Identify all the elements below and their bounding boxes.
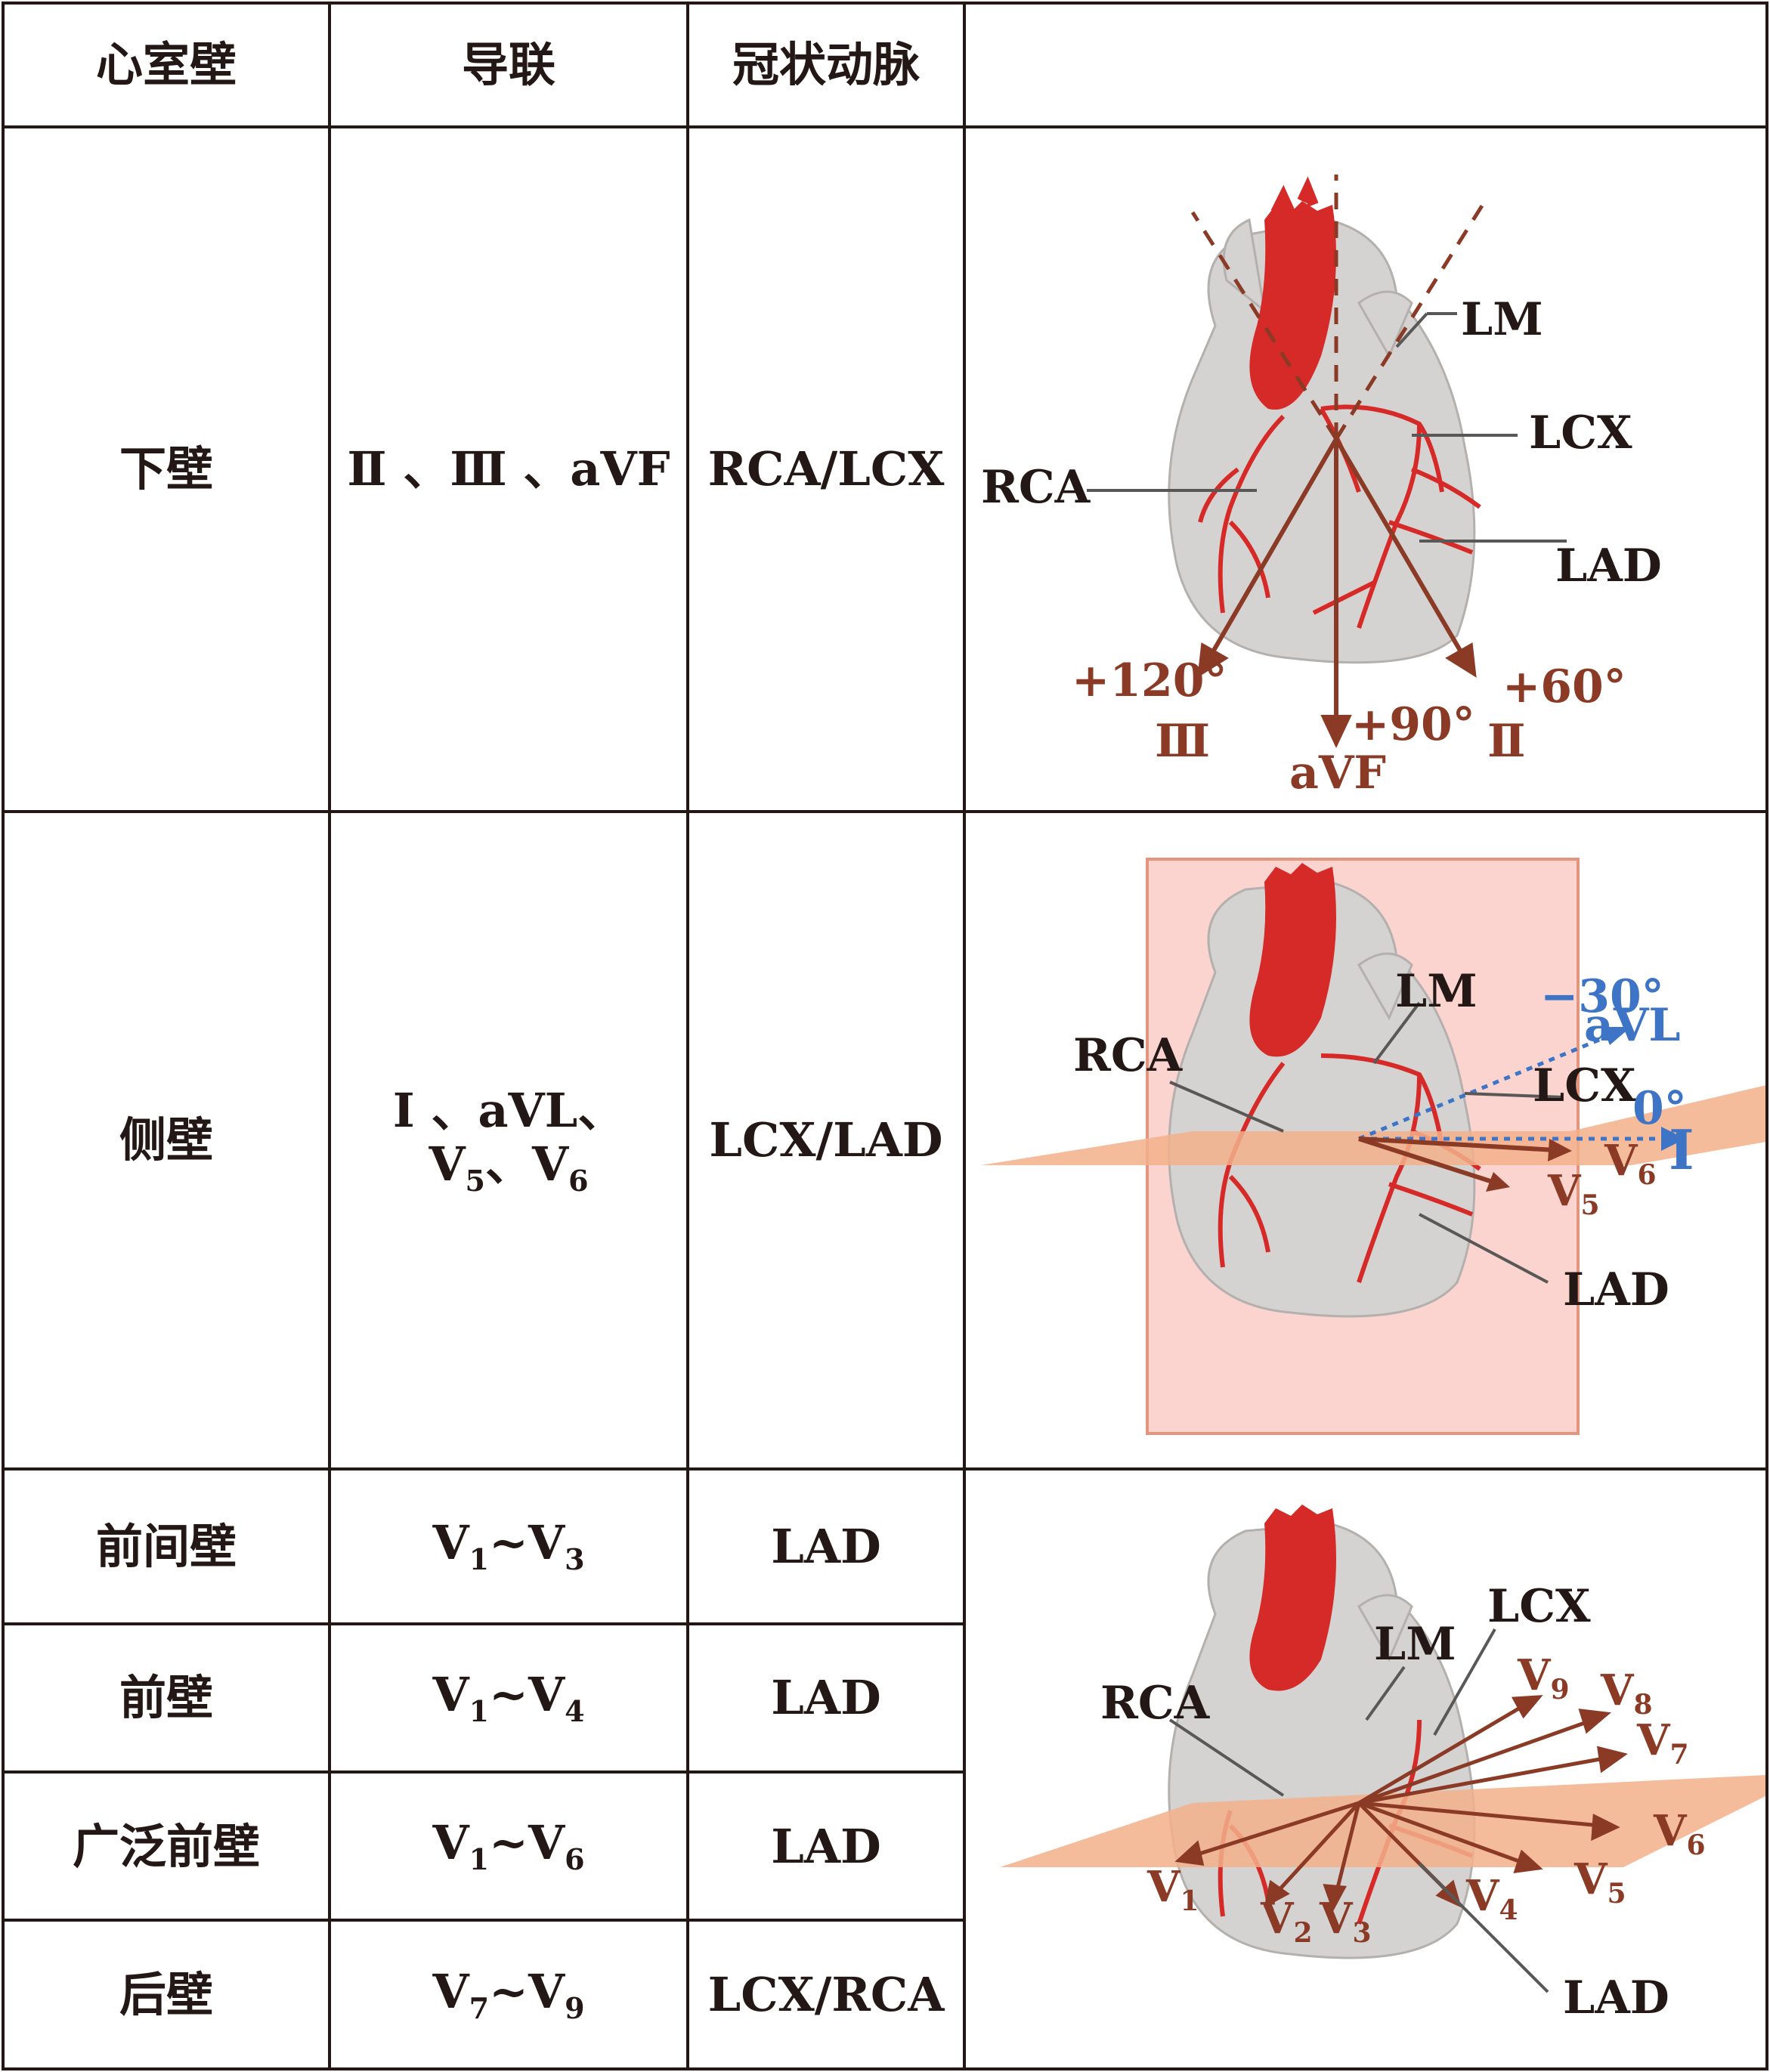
v5-arrowhead xyxy=(1486,1172,1510,1192)
lm-label: LM xyxy=(1395,965,1478,1018)
lead-v3-label: V3 xyxy=(1319,1894,1372,1949)
leads-cell: V1~V4 xyxy=(328,1622,689,1774)
lead-i-label: Ⅰ xyxy=(1669,1118,1694,1182)
wall-cell: 下壁 xyxy=(2,125,331,813)
lateral-lead-figure: LM LCX RCA LAD −30° aVL 0° Ⅰ V5 V6 xyxy=(963,810,1768,1471)
leads-cell: V1~V6 xyxy=(328,1770,689,1922)
wall-cell: 广泛前壁 xyxy=(2,1770,331,1922)
lead-v7-label: V7 xyxy=(1636,1715,1689,1770)
lead-vectors xyxy=(1358,1027,1685,1192)
lead-v5-label: V5 xyxy=(1574,1854,1626,1910)
pointer-lines xyxy=(1169,1001,1564,1284)
artery-cell: RCA/LCX xyxy=(686,125,966,813)
lead-subscript: 6 xyxy=(568,1163,589,1198)
angle-plus120-label: +120° xyxy=(1072,654,1227,707)
artery-cell: LAD xyxy=(686,1622,966,1774)
table-row: 后壁 V7~V9 LCX/RCA xyxy=(2,1919,1767,2070)
lad-label: LAD xyxy=(1563,1263,1669,1316)
table-row: 侧壁 Ⅰ 、aVL、 V5、V6 LCX/LAD xyxy=(2,810,1768,1471)
artery-cell: LAD xyxy=(686,1770,966,1922)
lead-v6-label: V6 xyxy=(1653,1806,1706,1861)
angle-plus60-label: +60° xyxy=(1502,660,1626,713)
lead-v2-label: V2 xyxy=(1260,1894,1313,1949)
chest-leads-heart-diagram: LM LCX RCA LAD V1 V2 V3 V4 V5 V6 V7 V8 V… xyxy=(1000,1505,1765,2024)
iii-arrowhead xyxy=(1197,642,1229,678)
horizontal-plane xyxy=(1000,1775,1765,1867)
leads-line-1: Ⅰ 、aVL、 xyxy=(392,1082,625,1138)
table-row: 前壁 V1~V4 LAD xyxy=(2,1622,1767,1774)
rca-label: RCA xyxy=(1073,1029,1184,1082)
angle-plus90-label: +90° xyxy=(1351,698,1475,751)
lad-label: LAD xyxy=(1555,540,1662,592)
table-row: 下壁 Ⅱ 、Ⅲ 、aVF RCA/LCX xyxy=(2,125,1768,813)
lead-v8-label: V8 xyxy=(1600,1665,1653,1721)
lead-subscript: 5 xyxy=(465,1163,485,1198)
horizontal-plane-extension xyxy=(1570,1085,1765,1131)
pointer-lines xyxy=(1087,312,1567,543)
inferior-lead-figure: LM LCX RCA LAD +120° +90° +60° Ⅲ aVF Ⅱ xyxy=(963,125,1768,813)
lad-label: LAD xyxy=(1563,1971,1669,2024)
lead-v5-label: V5 xyxy=(1547,1166,1600,1221)
leads-line-2: V5、V6 xyxy=(331,1137,686,1198)
rca-label: RCA xyxy=(981,461,1091,514)
lead-v4-label: V4 xyxy=(1465,1871,1518,1926)
lead-v9-label: V9 xyxy=(1517,1650,1570,1706)
leads-cell: V7~V9 xyxy=(328,1919,689,2070)
header-ventricular-wall: 心室壁 xyxy=(2,2,331,128)
wall-cell: 侧壁 xyxy=(2,810,331,1471)
table-row: 广泛前壁 V1~V6 LAD xyxy=(2,1770,1767,1922)
artery-cell: LAD xyxy=(686,1467,966,1625)
lead-iii-label: Ⅲ xyxy=(1155,715,1210,768)
angle-minus30-label: −30° xyxy=(1540,970,1664,1023)
header-leads: 导联 xyxy=(328,2,689,128)
leads-cell: Ⅰ 、aVL、 V5、V6 xyxy=(328,810,689,1471)
header-coronary-artery: 冠状动脉 xyxy=(686,2,966,128)
header-figure xyxy=(963,2,1768,128)
wall-cell: 前壁 xyxy=(2,1622,331,1774)
inferior-heart-diagram: LM LCX RCA LAD +120° +90° +60° Ⅲ aVF Ⅱ xyxy=(981,175,1662,799)
heart-illustration xyxy=(1168,863,1476,1318)
lead-avf-label: aVF xyxy=(1289,747,1386,799)
table-row: 前间壁 V1~V3 LAD xyxy=(2,1467,1768,2070)
lateral-heart-diagram: LM LCX RCA LAD −30° aVL 0° Ⅰ V5 V6 xyxy=(981,858,1765,1435)
heart-illustration xyxy=(1168,1505,1476,1959)
leads-cell: V1~V3 xyxy=(328,1467,689,1625)
artery-cell: LCX/LAD xyxy=(686,810,966,1471)
avl-arrowhead xyxy=(1602,1027,1631,1045)
leads-cell: Ⅱ 、Ⅲ 、aVF xyxy=(328,125,689,813)
lead-i-arrowhead xyxy=(1661,1127,1685,1151)
avf-arrowhead xyxy=(1320,715,1352,749)
wall-cell: 后壁 xyxy=(2,1919,331,2070)
chest-lead-labels: V1 V2 V3 V4 V5 V6 V7 V8 V9 xyxy=(1146,1650,1706,1949)
lead-separator: 、V xyxy=(485,1136,569,1192)
posterior-lead-figure: LM LCX RCA LAD V1 V2 V3 V4 V5 V6 V7 V8 V… xyxy=(963,1467,1768,2070)
pointer-lines xyxy=(1168,1628,1549,1993)
lead-vectors xyxy=(1197,438,1477,749)
lead-axes-dashed xyxy=(1190,175,1490,441)
artery-cell: LCX/RCA xyxy=(686,1919,966,2070)
rca-label: RCA xyxy=(1100,1677,1211,1730)
v6-arrowhead xyxy=(1548,1139,1572,1161)
lead-avl-label: aVL xyxy=(1584,999,1681,1052)
lm-label: LM xyxy=(1374,1618,1456,1671)
lm-label: LM xyxy=(1461,293,1543,346)
lead-v-text: V xyxy=(429,1136,466,1192)
wall-cell: 前间壁 xyxy=(2,1467,331,1625)
lead-ii-label: Ⅱ xyxy=(1487,715,1526,768)
table-header-row: 心室壁 导联 冠状动脉 xyxy=(2,2,1768,128)
lcx-label: LCX xyxy=(1529,407,1632,459)
lead-v1-label: V1 xyxy=(1146,1862,1199,1917)
lcx-label: LCX xyxy=(1487,1580,1591,1633)
lcx-label: LCX xyxy=(1533,1059,1636,1112)
angle-zero-label: 0° xyxy=(1632,1082,1687,1135)
heart-illustration xyxy=(1168,176,1476,664)
ii-arrowhead xyxy=(1445,642,1477,678)
lead-v6-label: V6 xyxy=(1604,1136,1657,1191)
